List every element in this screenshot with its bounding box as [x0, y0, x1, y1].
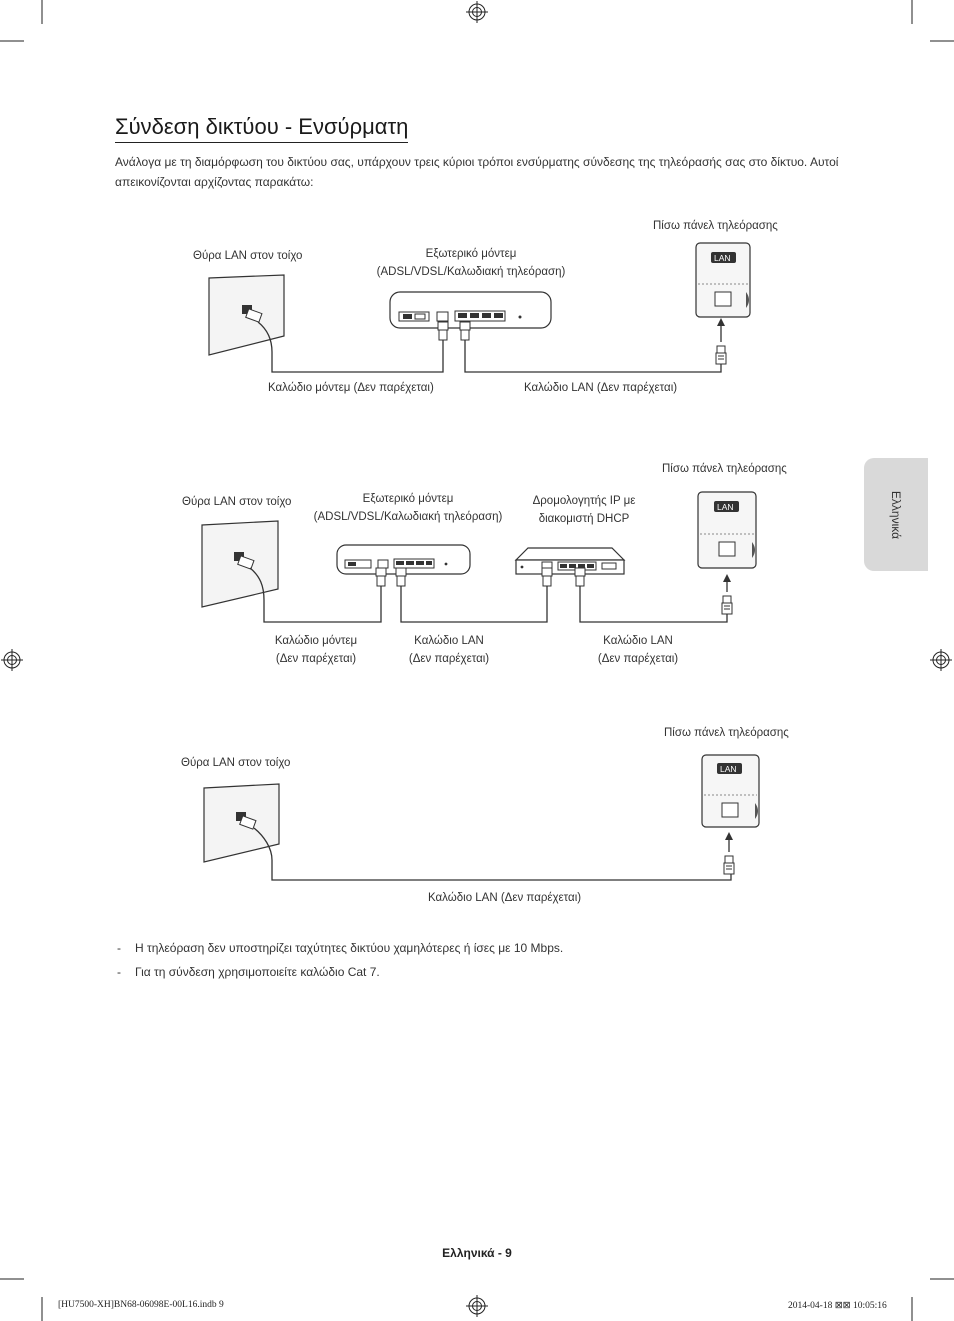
note-text: Η τηλεόραση δεν υποστηρίζει ταχύτητες δι…	[135, 941, 564, 955]
modem-label: Εξωτερικό μόντεμ (ADSL/VDSL/Καλωδιακή τη…	[314, 490, 503, 526]
modem-cable-line	[249, 567, 382, 623]
modem-label-line2: (ADSL/VDSL/Καλωδιακή τηλεόραση)	[313, 511, 503, 523]
tv-panel	[697, 491, 757, 592]
lan-cable-b-label: Καλώδιο LAN (Δεν παρέχεται)	[598, 632, 678, 668]
modem-plug-left-icon	[437, 321, 449, 341]
modem-device	[389, 291, 552, 329]
router-label-line2: διακομιστή DHCP	[538, 513, 630, 525]
lan-cable-b-line	[579, 586, 728, 623]
lan-cable-b-label-line1: Καλώδιο LAN	[603, 635, 673, 647]
lan-cable-a-label-line1: Καλώδιο LAN	[414, 635, 484, 647]
tv-plug-icon	[715, 345, 727, 365]
router-label: Δρομολογητής IP με διακομιστή DHCP	[533, 492, 636, 528]
lan-cable-label: Καλώδιο LAN (Δεν παρέχεται)	[524, 382, 678, 394]
wall-port-label: Θύρα LAN στον τοίχο	[181, 757, 291, 769]
lan-cable-label: Καλώδιο LAN (Δεν παρέχεται)	[428, 892, 582, 904]
lan-cable-line	[464, 340, 722, 373]
note-text: Για τη σύνδεση χρησιμοποιείτε καλώδιο Ca…	[135, 965, 380, 979]
intro-paragraph: Ανάλογα με τη διαμόρφωση του δικτύου σας…	[115, 155, 839, 189]
diagram-3	[203, 754, 760, 881]
page-title: Σύνδεση δικτύου - Ενσύρματη	[115, 114, 409, 143]
modem-cable-line	[257, 321, 444, 373]
modem-label-line1: Εξωτερικό μόντεμ	[362, 493, 454, 505]
modem-cable-label: Καλώδιο μόντεμ (Δεν παρέχεται)	[268, 382, 434, 394]
modem-cable-label-line1: Καλώδιο μόντεμ	[274, 635, 358, 647]
tv-panel	[701, 754, 760, 852]
imprint-file: [HU7500-XH]BN68-06098E-00L16.indb 9	[58, 1300, 224, 1310]
registration-mark-left	[1, 649, 23, 671]
registration-mark-bottom	[466, 1295, 488, 1317]
modem-plug-left-icon	[375, 567, 387, 587]
diagram-2	[201, 491, 757, 623]
tv-panel	[695, 242, 751, 342]
modem-cable-label-line2: (Δεν παρέχεται)	[275, 653, 357, 665]
tv-panel-label: Πίσω πάνελ τηλεόρασης	[664, 727, 789, 739]
tv-plug-icon	[723, 855, 735, 875]
modem-plug-right-icon	[459, 321, 471, 341]
note-dash: -	[117, 941, 121, 955]
lan-cable-line	[253, 827, 732, 881]
note-dash: -	[117, 965, 121, 979]
note-item: -Η τηλεόραση δεν υποστηρίζει ταχύτητες δ…	[117, 941, 563, 955]
tv-plug-icon	[721, 595, 733, 615]
lan-cable-a-line	[400, 586, 548, 623]
router-label-line1: Δρομολογητής IP με	[532, 495, 636, 507]
note-item: -Για τη σύνδεση χρησιμοποιείτε καλώδιο C…	[117, 965, 380, 979]
registration-mark-top	[466, 1, 488, 23]
lan-badge: LAN	[714, 253, 731, 263]
modem-label-line2: (ADSL/VDSL/Καλωδιακή τηλεόραση)	[376, 266, 566, 278]
language-side-tab-label: Ελληνικά	[889, 490, 903, 539]
router-plug-right-icon	[574, 567, 586, 587]
tv-panel-label: Πίσω πάνελ τηλεόρασης	[662, 463, 787, 475]
tv-panel-label: Πίσω πάνελ τηλεόρασης	[653, 220, 778, 232]
lan-cable-a-label: Καλώδιο LAN (Δεν παρέχεται)	[409, 632, 489, 668]
diagram-1	[208, 242, 751, 373]
wall-port-label: Θύρα LAN στον τοίχο	[193, 250, 303, 262]
modem-device	[336, 544, 471, 575]
modem-cable-label: Καλώδιο μόντεμ (Δεν παρέχεται)	[275, 632, 357, 668]
lan-badge: LAN	[720, 764, 737, 774]
registration-mark-right	[930, 649, 952, 671]
imprint-date: 2014-04-18 ⊠⊠ 10:05:16	[788, 1301, 887, 1311]
modem-label-line1: Εξωτερικό μόντεμ	[425, 248, 517, 260]
lan-cable-a-label-line2: (Δεν παρέχεται)	[408, 653, 490, 665]
lan-badge: LAN	[717, 502, 734, 512]
wall-port-label: Θύρα LAN στον τοίχο	[182, 496, 292, 508]
router-plug-left-icon	[541, 567, 553, 587]
modem-label: Εξωτερικό μόντεμ (ADSL/VDSL/Καλωδιακή τη…	[377, 245, 566, 281]
router-device	[514, 547, 626, 575]
modem-plug-right-icon	[395, 567, 407, 587]
lan-cable-b-label-line2: (Δεν παρέχεται)	[597, 653, 679, 665]
language-side-tab: Ελληνικά	[864, 458, 928, 571]
page-number: Ελληνικά - 9	[442, 1246, 512, 1260]
